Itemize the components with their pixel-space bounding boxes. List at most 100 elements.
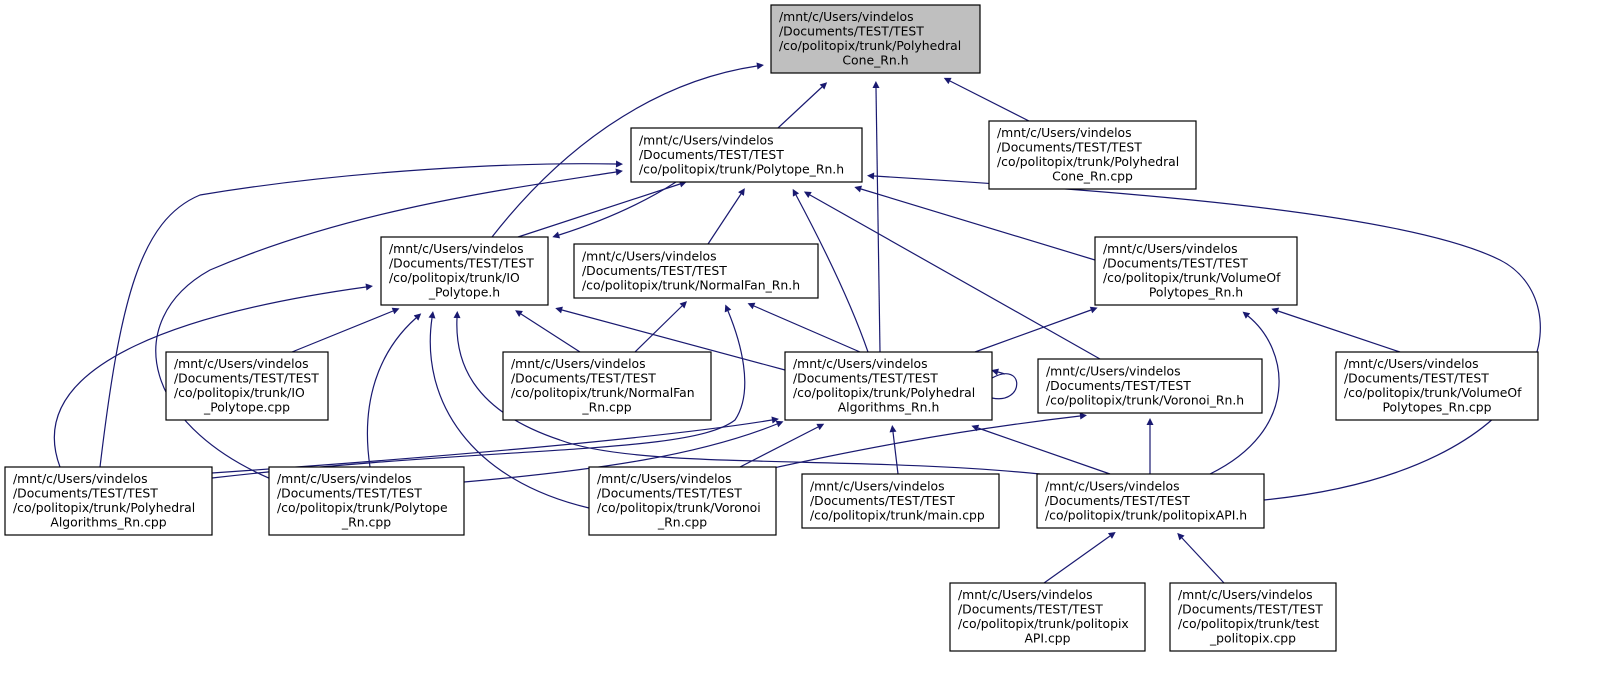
node-label-line: /mnt/c/Users/vindelos <box>597 471 732 486</box>
edge-main-cpp-to-polyhedral-algo-h <box>889 425 899 475</box>
node-polyhedral-algo-h[interactable]: /mnt/c/Users/vindelos/Documents/TEST/TES… <box>784 351 993 421</box>
node-polyhedral-algo-cpp[interactable]: /mnt/c/Users/vindelos/Documents/TEST/TES… <box>4 466 213 536</box>
node-io-polytope-cpp[interactable]: /mnt/c/Users/vindelos/Documents/TEST/TES… <box>165 351 329 421</box>
node-label-line: /Documents/TEST/TEST <box>511 371 656 386</box>
node-label-line: /Documents/TEST/TEST <box>597 486 742 501</box>
edge-polyhedral-algo-h-to-polyhedral-algo-h <box>992 372 1018 400</box>
node-label-line: /Documents/TEST/TEST <box>174 371 319 386</box>
edge-volumeof-h-to-polytope-h <box>854 185 1096 261</box>
node-box <box>1169 582 1337 652</box>
edge-polytope-cpp-to-polytope-h <box>155 168 623 486</box>
node-polytope-cpp[interactable]: /mnt/c/Users/vindelos/Documents/TEST/TES… <box>268 466 465 536</box>
node-label-line: /co/politopix/trunk/Polytope <box>277 500 448 515</box>
node-label-line: /co/politopix/trunk/Polyhedral <box>779 38 961 53</box>
node-box <box>770 4 981 74</box>
node-label-line: API.cpp <box>1024 631 1070 646</box>
edge-politopixapi-h-to-polyhedral-algo-h <box>971 424 1111 475</box>
edge-politopixapi-h-to-polytope-h <box>867 172 1541 501</box>
node-label-line: /Documents/TEST/TEST <box>582 263 727 278</box>
node-box <box>784 351 993 421</box>
node-box <box>1094 236 1298 306</box>
edge-voronoi-h-to-polytope-h <box>803 191 1101 360</box>
node-label-line: /co/politopix/trunk/test <box>1178 616 1319 631</box>
node-main-cpp[interactable]: /mnt/c/Users/vindelos/Documents/TEST/TES… <box>801 473 1000 529</box>
node-label-line: _Rn.cpp <box>341 515 391 530</box>
node-io-polytope-h[interactable]: /mnt/c/Users/vindelos/Documents/TEST/TES… <box>380 236 549 306</box>
node-label-line: /co/politopix/trunk/politopixAPI.h <box>1045 507 1247 522</box>
node-politopixapi-h[interactable]: /mnt/c/Users/vindelos/Documents/TEST/TES… <box>1036 473 1265 529</box>
node-polyhedral-cone-cpp[interactable]: /mnt/c/Users/vindelos/Documents/TEST/TES… <box>988 120 1197 190</box>
node-label-line: /co/politopix/trunk/politopix <box>958 616 1129 631</box>
node-label-line: /Documents/TEST/TEST <box>1344 371 1489 386</box>
node-label-line: /co/politopix/trunk/IO <box>174 385 305 400</box>
node-label-line: /Documents/TEST/TEST <box>1178 602 1323 617</box>
node-voronoi-h[interactable]: /mnt/c/Users/vindelos/Documents/TEST/TES… <box>1037 358 1263 414</box>
node-label-line: /co/politopix/trunk/VolumeOf <box>1344 385 1522 400</box>
node-label-line: /Documents/TEST/TEST <box>997 140 1142 155</box>
node-label-line: /mnt/c/Users/vindelos <box>582 248 717 263</box>
node-label-line: /mnt/c/Users/vindelos <box>997 125 1132 140</box>
node-label-line: /mnt/c/Users/vindelos <box>779 9 914 24</box>
node-normalfan-cpp[interactable]: /mnt/c/Users/vindelos/Documents/TEST/TES… <box>502 351 712 421</box>
node-label-line: /mnt/c/Users/vindelos <box>958 587 1093 602</box>
node-box <box>502 351 712 421</box>
node-label-line: /co/politopix/trunk/main.cpp <box>810 507 985 522</box>
node-box <box>165 351 329 421</box>
node-label-line: _politopix.cpp <box>1209 631 1296 646</box>
node-test-politopix-cpp[interactable]: /mnt/c/Users/vindelos/Documents/TEST/TES… <box>1169 582 1337 652</box>
edge-layer <box>53 62 1541 584</box>
node-label-line: /Documents/TEST/TEST <box>277 486 422 501</box>
edge-polytope-cpp-to-io-polytope-h <box>366 313 422 468</box>
node-box <box>268 466 465 536</box>
node-label-line: /co/politopix/trunk/NormalFan_Rn.h <box>582 277 800 292</box>
node-label-line: /Documents/TEST/TEST <box>779 24 924 39</box>
node-label-line: /mnt/c/Users/vindelos <box>389 241 524 256</box>
edge-io-polytope-cpp-to-io-polytope-h <box>291 307 400 353</box>
node-normalfan-h[interactable]: /mnt/c/Users/vindelos/Documents/TEST/TES… <box>573 243 819 299</box>
node-box <box>949 582 1146 652</box>
node-label-line: /mnt/c/Users/vindelos <box>793 356 928 371</box>
node-label-line: /mnt/c/Users/vindelos <box>1045 478 1180 493</box>
node-politopixapi-cpp[interactable]: /mnt/c/Users/vindelos/Documents/TEST/TES… <box>949 582 1146 652</box>
node-box <box>801 473 1000 529</box>
node-label-line: /Documents/TEST/TEST <box>810 493 955 508</box>
edge-normalfan-cpp-to-io-polytope-h <box>515 310 581 353</box>
node-volumeof-cpp[interactable]: /mnt/c/Users/vindelos/Documents/TEST/TES… <box>1335 351 1539 421</box>
node-voronoi-cpp[interactable]: /mnt/c/Users/vindelos/Documents/TEST/TES… <box>588 466 777 536</box>
node-label-line: /Documents/TEST/TEST <box>389 256 534 271</box>
node-box <box>1036 473 1265 529</box>
node-label-line: /co/politopix/trunk/Voronoi_Rn.h <box>1046 392 1244 407</box>
node-label-line: /mnt/c/Users/vindelos <box>810 478 945 493</box>
node-label-line: /mnt/c/Users/vindelos <box>1344 356 1479 371</box>
node-label-line: /Documents/TEST/TEST <box>1045 493 1190 508</box>
edge-volumeof-cpp-to-volumeof-h <box>1271 307 1401 353</box>
node-volumeof-h[interactable]: /mnt/c/Users/vindelos/Documents/TEST/TES… <box>1094 236 1298 306</box>
node-polytope-h[interactable]: /mnt/c/Users/vindelos/Documents/TEST/TES… <box>630 127 863 183</box>
node-label-line: /co/politopix/trunk/Voronoi <box>597 500 761 515</box>
node-polyhedral-cone-h[interactable]: /mnt/c/Users/vindelos/Documents/TEST/TES… <box>770 4 981 74</box>
node-label-line: /co/politopix/trunk/Polyhedral <box>793 385 975 400</box>
node-box <box>573 243 819 299</box>
node-box <box>630 127 863 183</box>
node-label-line: /mnt/c/Users/vindelos <box>13 471 148 486</box>
edge-io-polytope-h-to-polytope-h <box>517 180 687 238</box>
node-box <box>588 466 777 536</box>
node-label-line: /Documents/TEST/TEST <box>639 147 784 162</box>
node-label-line: /Documents/TEST/TEST <box>793 371 938 386</box>
edge-politopixapi-cpp-to-politopixapi-h <box>1043 531 1116 584</box>
node-box <box>1335 351 1539 421</box>
node-label-line: /co/politopix/trunk/VolumeOf <box>1103 270 1281 285</box>
node-label-line: /Documents/TEST/TEST <box>1103 256 1248 271</box>
node-label-line: /mnt/c/Users/vindelos <box>511 356 646 371</box>
node-label-line: /co/politopix/trunk/Polyhedral <box>13 500 195 515</box>
node-label-line: /mnt/c/Users/vindelos <box>1046 363 1181 378</box>
edge-politopixapi-h-to-io-polytope-h <box>453 311 1041 475</box>
edge-polyhedral-algo-h-to-io-polytope-h <box>555 306 786 371</box>
node-layer: /mnt/c/Users/vindelos/Documents/TEST/TES… <box>4 4 1539 652</box>
node-box <box>988 120 1197 190</box>
node-label-line: /mnt/c/Users/vindelos <box>277 471 412 486</box>
node-label-line: /Documents/TEST/TEST <box>1046 378 1191 393</box>
node-label-line: /Documents/TEST/TEST <box>958 602 1103 617</box>
node-label-line: /co/politopix/trunk/IO <box>389 270 520 285</box>
